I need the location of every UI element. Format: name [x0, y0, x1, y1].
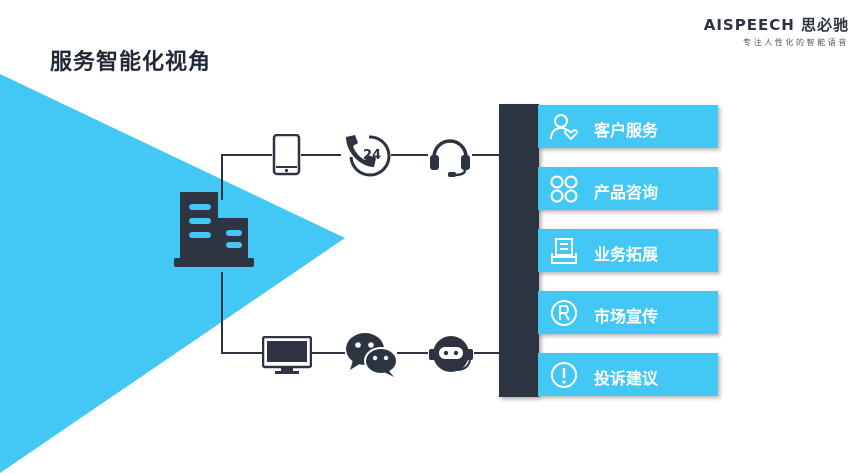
service-marketing[interactable]: 市场宣传: [538, 291, 718, 334]
service-label: 产品咨询: [594, 183, 659, 202]
service-business-expansion[interactable]: 业务拓展: [538, 229, 718, 272]
headset-icon: [430, 139, 470, 177]
service-customer-service[interactable]: 客户服务: [538, 105, 718, 148]
document-tray-icon: [551, 238, 577, 264]
badge-24-text: 24: [363, 148, 381, 163]
mobile-phone-icon: [272, 134, 301, 176]
service-product-consulting[interactable]: 产品咨询: [538, 167, 718, 210]
service-complaints[interactable]: 投诉建议: [538, 353, 718, 396]
customer-heart-icon: [550, 114, 578, 141]
service-label: 业务拓展: [594, 245, 659, 264]
service-label: 投诉建议: [594, 369, 659, 388]
robot-agent-icon: [429, 336, 473, 372]
brand-logo: AISPEECH 思必驰 专注人性化的智能语音: [704, 14, 849, 48]
grid-apps-icon: [550, 175, 578, 203]
exclamation-circle-icon: [551, 362, 577, 388]
service-label: 客户服务: [594, 121, 659, 140]
slide-title: 服务智能化视角: [50, 50, 212, 75]
brand-tagline: 专注人性化的智能语音: [743, 38, 849, 47]
wechat-icon: [346, 333, 398, 377]
building-icon: [174, 192, 254, 267]
phone-24h-icon: 24: [346, 135, 391, 177]
desktop-monitor-icon: [262, 336, 312, 374]
registered-mark-icon: [551, 300, 577, 326]
service-hub-bar: [499, 104, 539, 397]
service-label: 市场宣传: [594, 307, 659, 326]
brand-name: AISPEECH 思必驰: [703, 16, 849, 34]
